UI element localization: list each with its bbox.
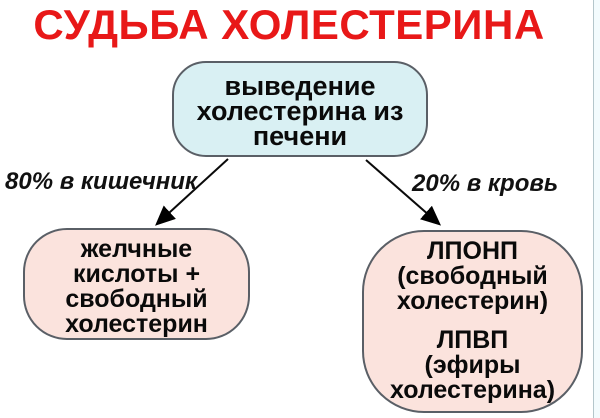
node-text-line: (свободный bbox=[397, 262, 548, 290]
node-text-line: свободный bbox=[65, 285, 208, 313]
arrow-to-intestine bbox=[155, 158, 229, 226]
node-text-line: выведение bbox=[224, 71, 376, 101]
edge-label-blood: 20% в кровь bbox=[412, 170, 559, 197]
node-text-line: (эфиры bbox=[424, 351, 521, 379]
node-text-line: ЛПОНП bbox=[427, 237, 518, 265]
node-text-line: ЛПВП bbox=[436, 326, 509, 354]
node-cholesterol-excretion-liver: выведение холестерина из печени bbox=[172, 61, 428, 157]
node-text-line: холестерина) bbox=[389, 376, 556, 404]
node-bile-acids-free-cholesterol: желчные кислоты + свободный холестерин bbox=[23, 228, 250, 340]
node-text-line: желчные bbox=[80, 235, 193, 263]
node-text-line: холестерина из bbox=[196, 96, 404, 126]
node-text-line: холестерин) bbox=[396, 287, 549, 315]
node-text-line: печени bbox=[252, 121, 348, 151]
slide-right-margin bbox=[594, 0, 600, 418]
node-text-line: кислоты + bbox=[72, 260, 201, 288]
arrow-to-blood bbox=[365, 159, 442, 226]
node-text-line: холестерин bbox=[65, 310, 208, 338]
edge-label-intestine: 80% в кишечник bbox=[5, 168, 198, 195]
page-title: СУДЬБА ХОЛЕСТЕРИНА bbox=[33, 1, 545, 48]
node-lipoproteins: ЛПОНП (свободный холестерин) ЛПВП (эфиры… bbox=[362, 230, 583, 413]
slide-right-edge bbox=[593, 0, 594, 418]
